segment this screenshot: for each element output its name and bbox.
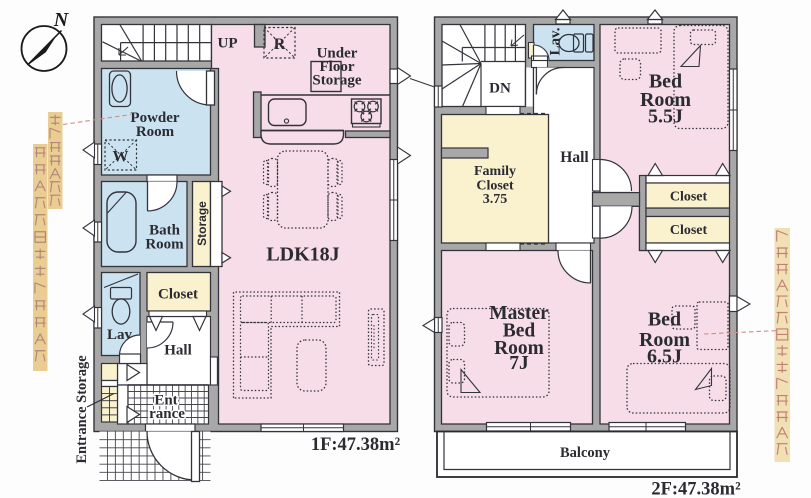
svg-text:Storage: Storage bbox=[312, 73, 361, 89]
svg-text:2F:47.38m²: 2F:47.38m² bbox=[651, 480, 741, 498]
svg-text:Closet: Closet bbox=[476, 179, 514, 194]
svg-text:Under: Under bbox=[317, 46, 358, 62]
svg-text:7J: 7J bbox=[509, 353, 529, 374]
svg-text:R: R bbox=[274, 36, 286, 53]
svg-text:Bed: Bed bbox=[649, 71, 682, 93]
svg-text:rance: rance bbox=[149, 406, 185, 422]
svg-text:W: W bbox=[113, 149, 129, 166]
svg-text:Room: Room bbox=[640, 89, 691, 111]
svg-text:LDK18J: LDK18J bbox=[266, 244, 339, 266]
svg-text:3.75: 3.75 bbox=[483, 192, 508, 207]
svg-text:Family: Family bbox=[474, 164, 516, 179]
svg-text:Closet: Closet bbox=[158, 287, 198, 303]
svg-text:Powder: Powder bbox=[130, 110, 179, 126]
svg-text:5.5J: 5.5J bbox=[648, 106, 683, 128]
svg-text:Bed: Bed bbox=[648, 309, 681, 331]
svg-text:Room: Room bbox=[494, 338, 544, 359]
svg-text:N: N bbox=[53, 9, 70, 31]
svg-text:Hall: Hall bbox=[560, 149, 589, 166]
svg-text:Closet: Closet bbox=[670, 223, 708, 238]
svg-text:Bed: Bed bbox=[503, 321, 536, 342]
svg-text:Closet: Closet bbox=[670, 190, 708, 205]
svg-text:Balcony: Balcony bbox=[560, 445, 611, 461]
svg-text:Master: Master bbox=[489, 303, 549, 324]
svg-text:1F:47.38m²: 1F:47.38m² bbox=[311, 435, 401, 455]
svg-text:6.5J: 6.5J bbox=[647, 346, 682, 368]
svg-text:Room: Room bbox=[136, 124, 175, 140]
svg-text:Storage: Storage bbox=[195, 201, 209, 246]
svg-text:Room: Room bbox=[145, 237, 184, 253]
svg-text:Hall: Hall bbox=[164, 343, 192, 359]
svg-text:UP: UP bbox=[218, 36, 238, 52]
svg-text:DN: DN bbox=[489, 81, 511, 97]
svg-text:Ent: Ent bbox=[154, 393, 177, 409]
svg-text:Entrance Storage: Entrance Storage bbox=[74, 355, 90, 464]
svg-text:Floor: Floor bbox=[320, 59, 355, 75]
svg-text:Room: Room bbox=[639, 329, 690, 351]
svg-text:Lav.: Lav. bbox=[548, 27, 564, 55]
svg-text:Bath: Bath bbox=[149, 223, 181, 239]
